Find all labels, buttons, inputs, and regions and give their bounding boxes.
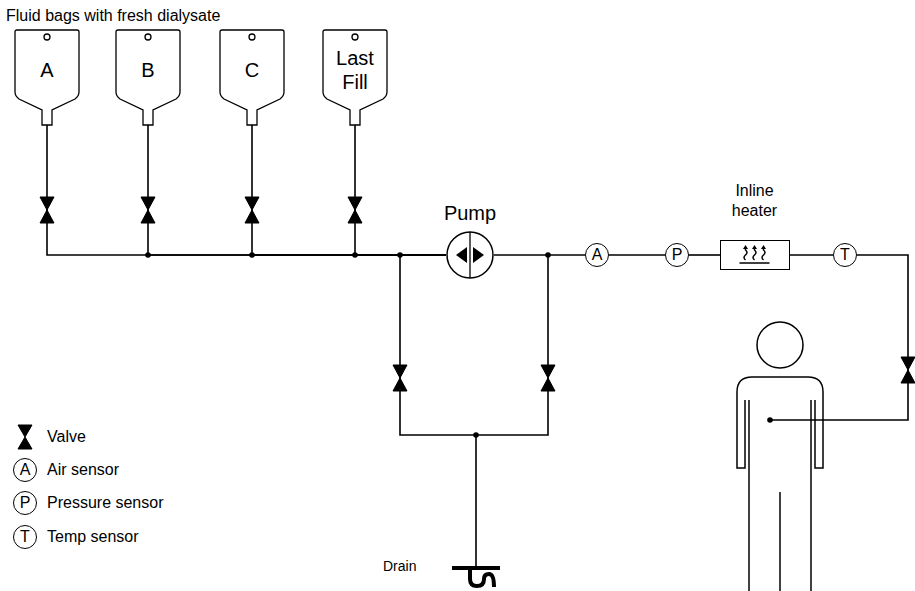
valve-symbol [245,197,259,223]
legend-text: Valve [47,427,86,447]
legend-sensor-letter: T [20,528,30,546]
patient-legs [779,492,781,591]
pump-icon [446,231,494,279]
tubing-connector [355,125,446,255]
heater-label: Inline heater [713,181,797,221]
drain-bar [452,566,500,570]
sensor-letter: P [672,246,683,264]
inline-heater: Inline heater [720,240,790,270]
pump-divider [469,232,470,278]
junction-dot [545,252,551,258]
drain-line [475,435,477,568]
bag-text: B [116,30,180,82]
junction-dot [145,252,151,258]
legend-sensor-circle: T [13,525,37,549]
heater-waves [740,248,770,263]
pump-symbol: Pump [446,231,494,279]
bag-letter: Last Fill [323,46,387,94]
drain-bypass-line [400,255,548,435]
bag-hanger [249,34,255,40]
pump-label: Pump [444,201,496,225]
junction-dot [473,432,479,438]
valve-symbol [541,365,555,391]
tubing-connector [609,254,665,256]
tubing-connector [148,125,446,255]
patient-figure [737,322,823,591]
bag-hanger [352,34,358,40]
legend-sensor-circle: A [13,458,37,482]
bag-hanger [145,34,151,40]
valve-symbol [40,197,54,223]
tubing-connector [790,254,833,256]
legend-sensor-letter: A [20,461,31,479]
sensor-circle: P [665,243,689,267]
legend-text: Temp sensor [47,527,139,547]
fluid-bag: A [15,30,79,125]
patient-shoulders-arms [737,377,823,468]
sensor-circle: T [833,243,857,267]
valve-symbol [141,197,155,223]
tubing-connector [689,254,720,256]
legend-sensor-circle: P [13,491,37,515]
bag-outline-path [323,30,387,125]
patient-line [770,255,908,420]
fluid-bag: B [116,30,180,125]
fluid-bag: C [220,30,284,125]
drain-symbol [452,568,500,587]
pump-circle [447,232,493,278]
bag-text: C [220,30,284,82]
valve-symbol [393,365,407,391]
legend-text: Air sensor [47,460,119,480]
junction-dot [352,252,358,258]
valves [18,197,915,449]
bag-text: A [15,30,79,82]
legend-sensor-letter: P [20,494,31,512]
bag-hangers [44,34,358,40]
heater-icon [721,241,788,268]
diagram-title: Fluid bags with fresh dialysate [6,6,220,26]
bag-letter: A [15,58,79,82]
tubing [400,255,908,568]
drain-trap [470,570,494,587]
patient-head [757,322,803,368]
legend-text: Pressure sensor [47,493,164,513]
bag-outline-path [116,30,180,125]
tubing-connector [47,125,446,255]
tubing-connector [252,125,446,255]
patient-body-right [810,400,812,591]
heater-arrowheads [743,245,766,249]
sensor-letter: T [840,246,850,264]
tubing-connector [494,254,585,256]
valve-symbol [348,197,362,223]
junction-dot [767,417,773,423]
bag-letter: B [116,58,180,82]
fluid-bag: Last Fill [323,30,387,125]
bag-text: Last Fill [323,30,387,94]
bag-letter: C [220,58,284,82]
bag-outline-path [220,30,284,125]
junction-dot [397,252,403,258]
valve-symbol [901,357,915,383]
junction-dots [145,252,773,438]
bag-outline-path [15,30,79,125]
sensor-letter: A [592,246,603,264]
drain-label: Drain [383,557,416,575]
sensor-circle: A [585,243,609,267]
legend-valve-symbol [18,425,32,449]
junction-dot [249,252,255,258]
bag-hanger [44,34,50,40]
patient-body-left [748,400,750,591]
